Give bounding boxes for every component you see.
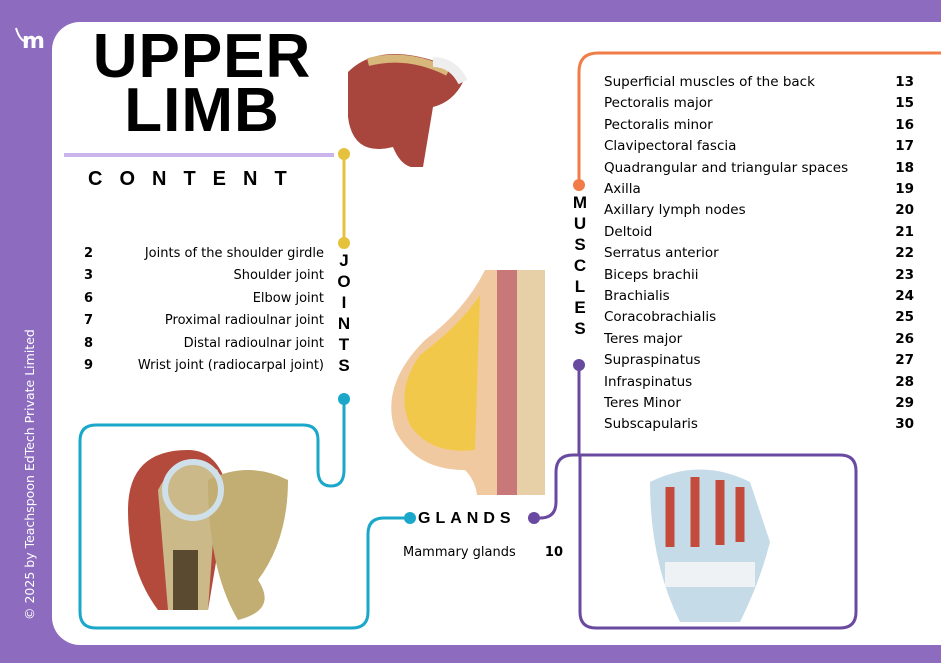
shoulder-muscles-illustration: [348, 54, 468, 167]
toc-entry[interactable]: Axilla 19: [604, 181, 914, 202]
entry-title: Infraspinatus: [604, 373, 693, 390]
entry-title: Brachialis: [604, 288, 670, 304]
toc-entry[interactable]: Teres Minor 29: [604, 395, 914, 416]
shoulder-joint-illustration: [128, 450, 288, 620]
entry-page: 22: [895, 245, 914, 262]
entry-title: Clavipectoral fascia: [604, 138, 737, 155]
wrist-hand-illustration: [650, 469, 770, 622]
toc-entry[interactable]: Supraspinatus 27: [604, 352, 914, 373]
mammary-gland-illustration: [391, 270, 545, 495]
entry-title: Serratus anterior: [604, 245, 719, 262]
toc-entry[interactable]: Superficial muscles of the back 13: [604, 74, 914, 95]
toc-entry[interactable]: Biceps brachii 23: [604, 267, 914, 288]
toc-entry[interactable]: Brachialis 24: [604, 288, 914, 309]
toc-entry[interactable]: Serratus anterior 22: [604, 245, 914, 266]
entry-title: Superficial muscles of the back: [604, 74, 815, 90]
entry-title: Pectoralis major: [604, 95, 713, 112]
entry-title: Pectoralis minor: [604, 116, 713, 133]
svg-text:m: m: [22, 29, 45, 54]
glands-label: GLANDS: [418, 510, 516, 527]
entry-page: 23: [895, 266, 914, 283]
entry-page: 28: [895, 373, 914, 390]
entry-page: 21: [895, 223, 914, 240]
entry-title: Teres major: [604, 330, 683, 347]
toc-entry[interactable]: Quadrangular and triangular spaces 18: [604, 160, 914, 181]
entry-page: 17: [895, 138, 914, 155]
logo-icon: m: [10, 20, 50, 60]
entry-page: 19: [895, 181, 914, 197]
toc-entry[interactable]: Coracobrachialis 25: [604, 309, 914, 330]
entry-title: Coracobrachialis: [604, 309, 717, 326]
entry-page: 24: [895, 288, 914, 304]
entry-page: 30: [895, 416, 914, 433]
entry-page: 18: [895, 159, 914, 176]
entry-page: 25: [895, 309, 914, 326]
entry-title: Axillary lymph nodes: [604, 202, 746, 219]
entry-page: 13: [895, 74, 914, 90]
entry-page: 15: [895, 95, 914, 112]
entry-title: Deltoid: [604, 223, 653, 240]
toc-entry[interactable]: Subscapularis 30: [604, 416, 914, 437]
entry-title: Teres Minor: [604, 395, 681, 411]
entry-title: Subscapularis: [604, 416, 698, 433]
entry-title: Quadrangular and triangular spaces: [604, 159, 849, 176]
toc-entry[interactable]: Deltoid 21: [604, 224, 914, 245]
entry-page: 27: [895, 352, 914, 369]
entry-page: 26: [895, 330, 914, 347]
entry-page: 29: [895, 395, 914, 411]
subtitle: CONTENT: [88, 168, 304, 190]
entry-page: 16: [895, 116, 914, 133]
title-divider: [64, 153, 334, 157]
entry-title: Axilla: [604, 181, 641, 197]
toc-entry[interactable]: Pectoralis minor 16: [604, 117, 914, 138]
toc-entry[interactable]: Axillary lymph nodes 20: [604, 202, 914, 223]
toc-entry[interactable]: Infraspinatus 28: [604, 374, 914, 395]
toc-entry[interactable]: Teres major 26: [604, 331, 914, 352]
entry-title: Biceps brachii: [604, 266, 699, 283]
toc-entry[interactable]: Pectoralis major 15: [604, 95, 914, 116]
entry-page: 20: [895, 202, 914, 219]
entry-title: Supraspinatus: [604, 352, 701, 369]
toc-entry[interactable]: Clavipectoral fascia 17: [604, 138, 914, 159]
